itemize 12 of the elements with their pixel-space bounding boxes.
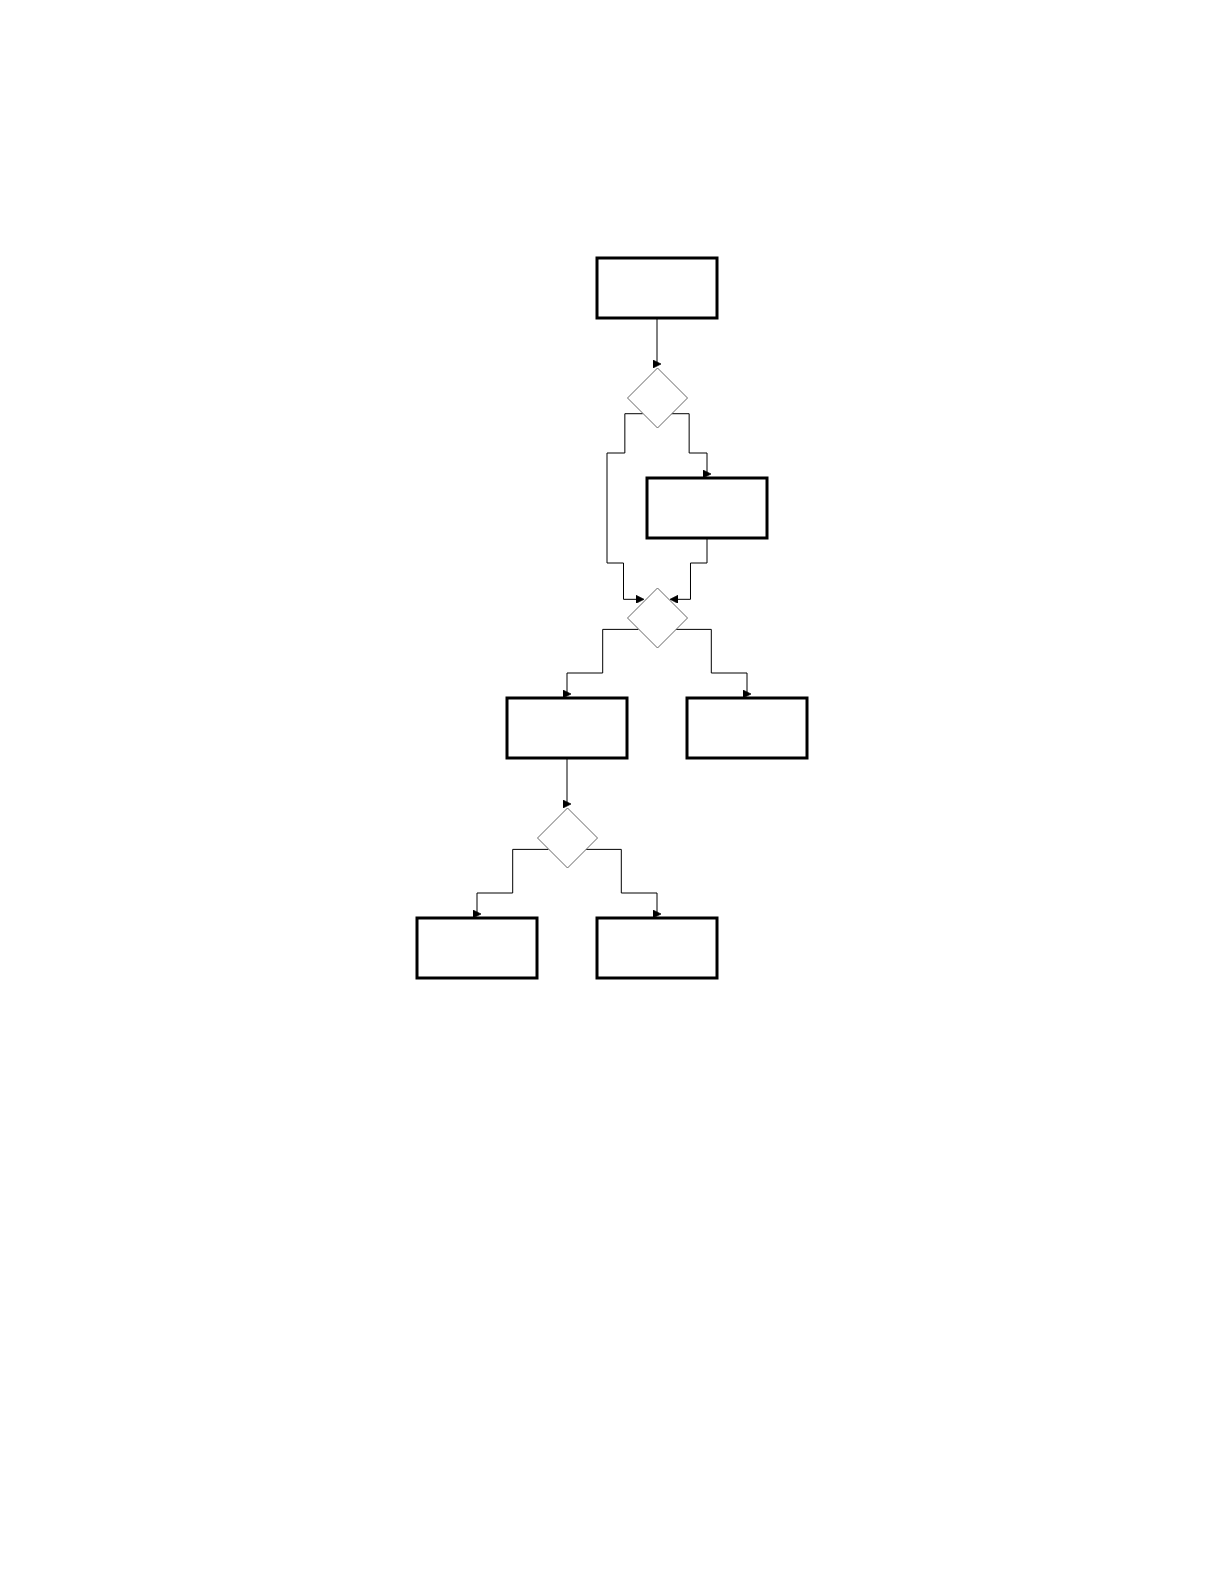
node-diamond xyxy=(537,807,598,869)
node-box xyxy=(505,696,629,760)
node-box xyxy=(645,476,769,540)
node-box xyxy=(685,696,809,760)
node-diamond xyxy=(627,587,688,649)
node-box xyxy=(415,916,539,980)
node-diamond xyxy=(627,367,688,429)
node-box xyxy=(595,256,719,320)
node-box xyxy=(595,916,719,980)
arrow xyxy=(606,413,645,604)
arrow xyxy=(472,848,549,919)
arrow xyxy=(562,628,639,699)
